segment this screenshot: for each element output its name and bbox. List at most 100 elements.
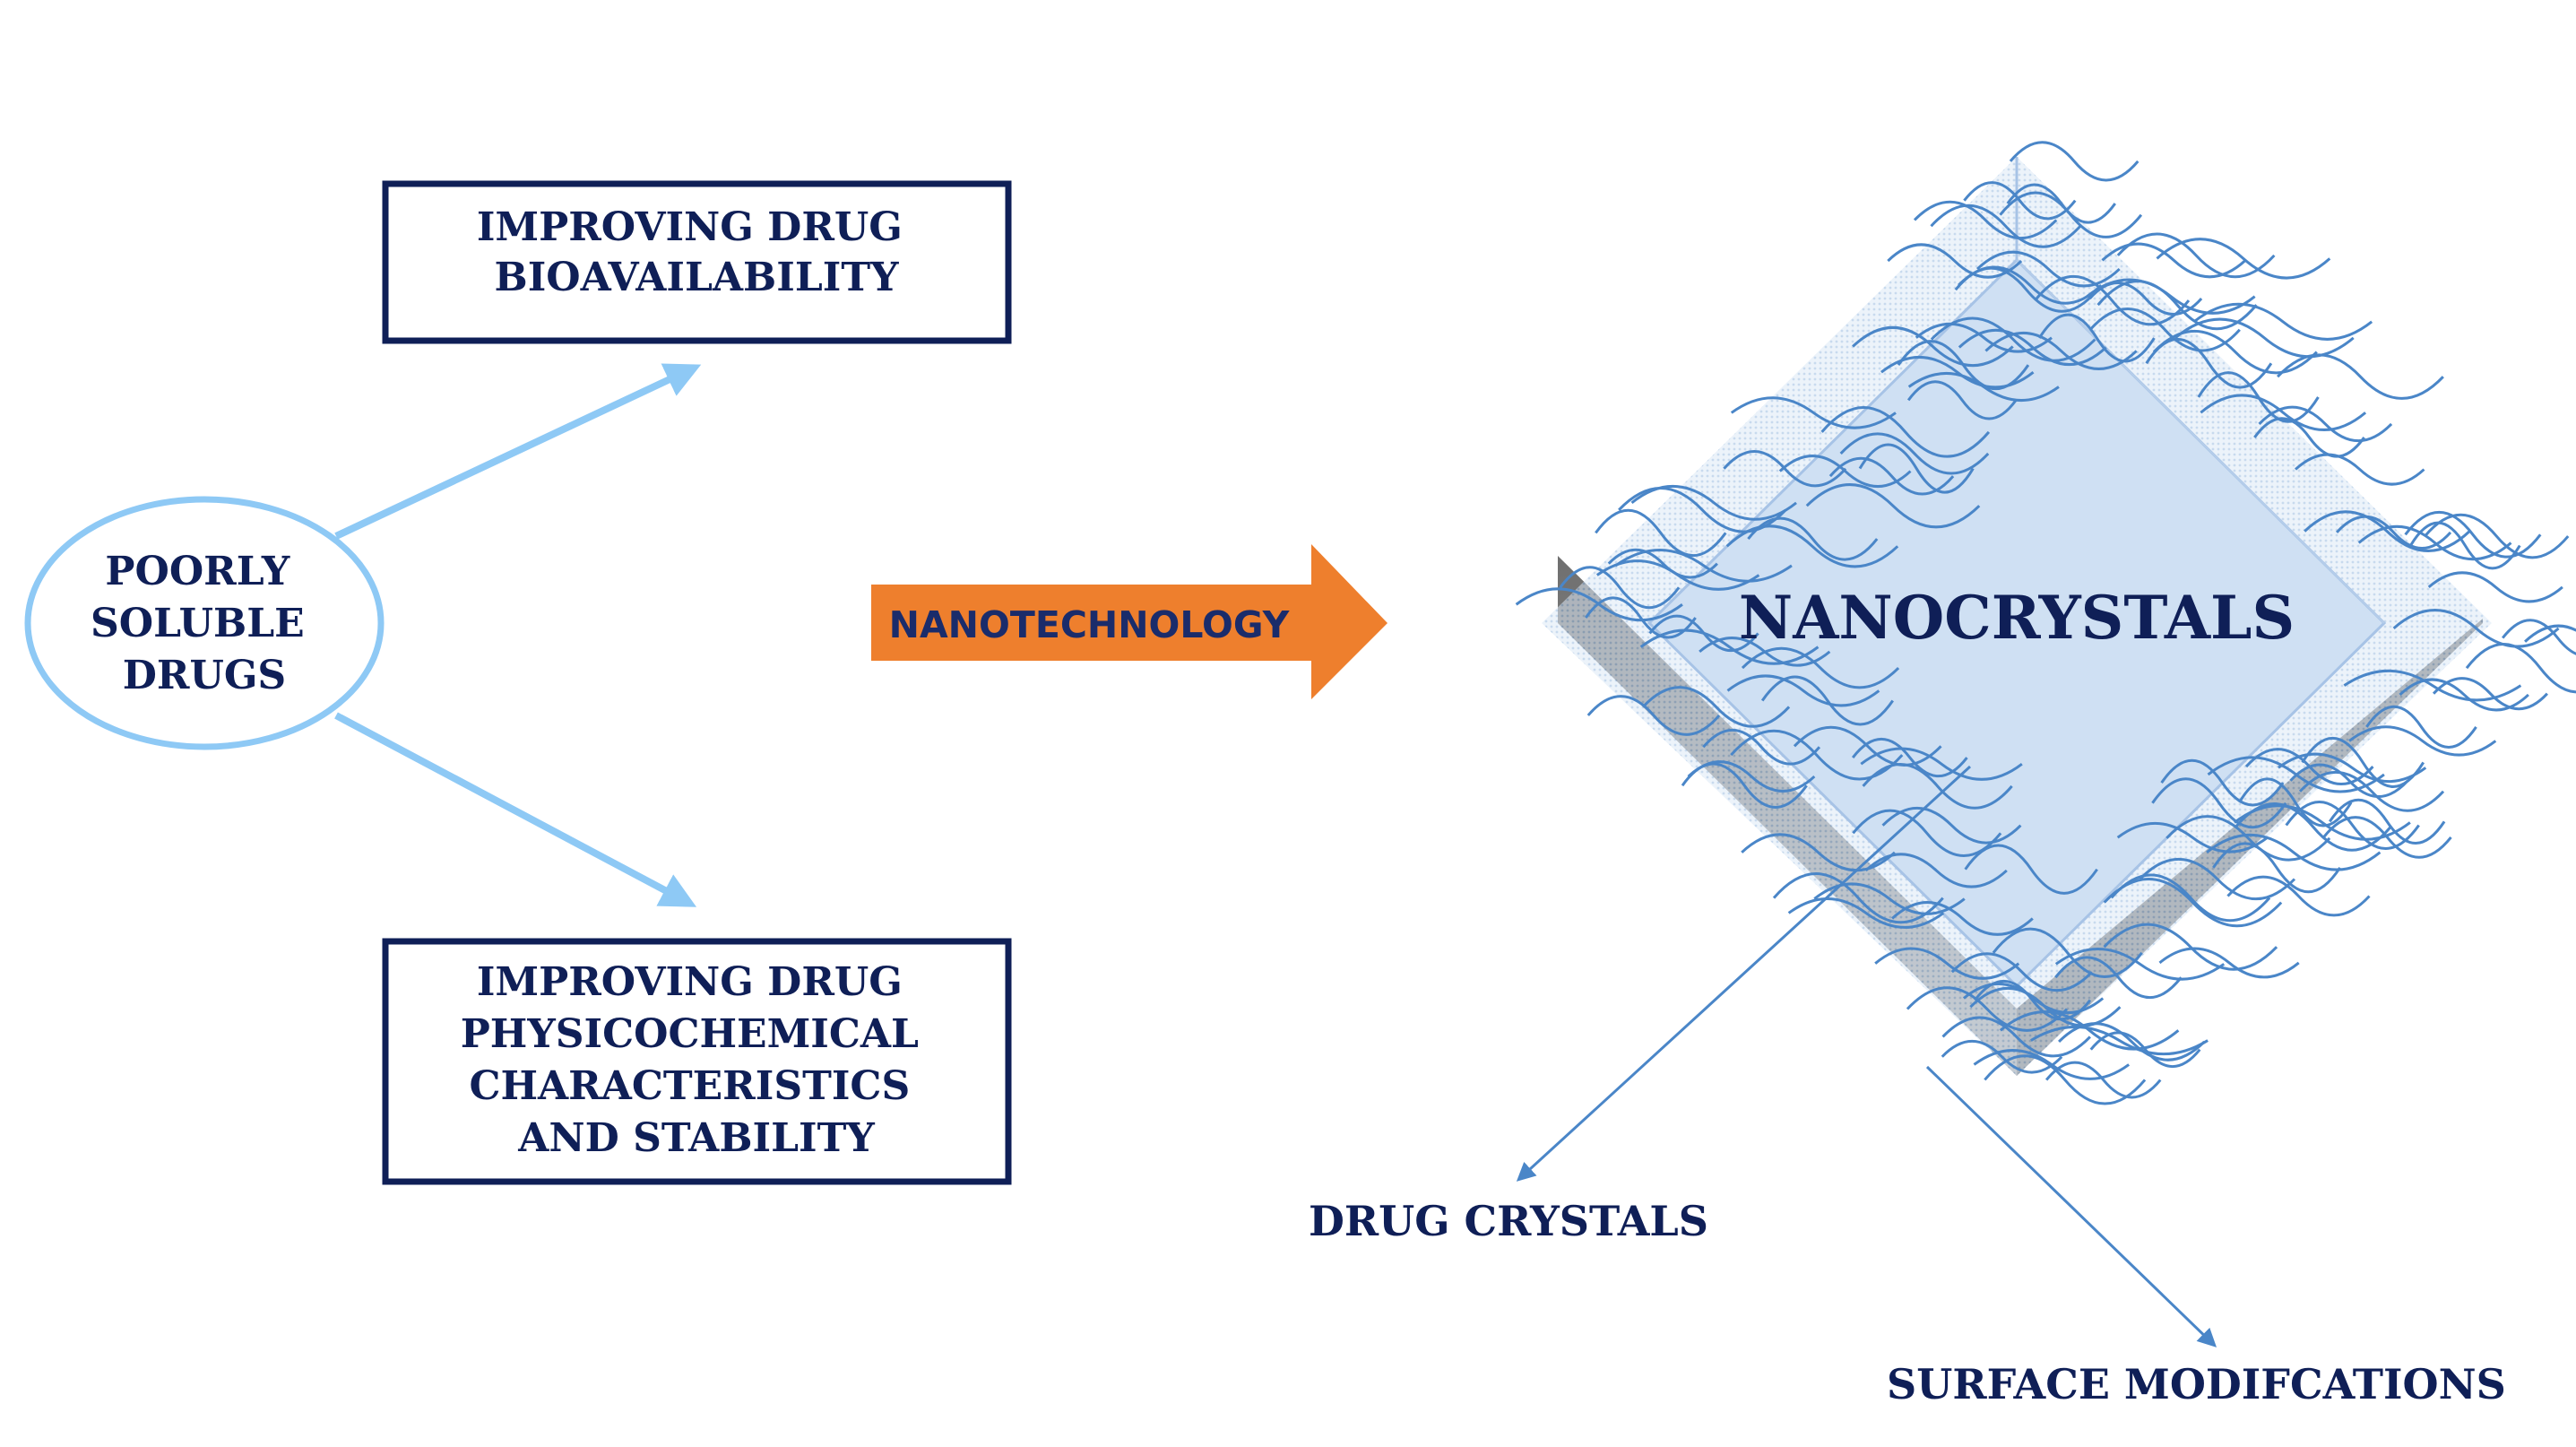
arrow-to-bioavailability (334, 363, 702, 540)
surface-chain (2038, 313, 2156, 363)
surface-chain (2253, 417, 2365, 458)
nanotechnology-arrow: NANOTECHNOLOGY (871, 544, 1387, 699)
surface-chain (1891, 901, 2034, 936)
surface-chain (1730, 729, 1904, 781)
surface-chain (1641, 686, 1791, 728)
surface-chain (1860, 747, 2023, 781)
surface-chain (2044, 1061, 2162, 1099)
surface-chain (1614, 549, 1793, 583)
stability-box: IMPROVING DRUG PHYSICOCHEMICAL CHARACTER… (382, 938, 1012, 1185)
surface-chain (2034, 275, 2191, 326)
surface-chain (2298, 771, 2445, 812)
surface-chain (2238, 777, 2353, 827)
nanotechnology-label: NANOTECHNOLOGY (889, 603, 1291, 646)
surface-chain (2139, 858, 2296, 900)
surface-chain (2278, 752, 2427, 784)
surface-chain (1778, 455, 1912, 489)
surface-chain (2335, 515, 2452, 550)
surface-chain (1862, 763, 2013, 810)
surface-chain (2348, 725, 2497, 757)
surface-chain (1999, 1010, 2180, 1051)
surface-chain (2322, 816, 2452, 859)
surface-chain (1730, 396, 1897, 429)
surface-chain (1913, 200, 2058, 239)
surface-modifications-label: SURFACE MODIFCATIONS (1887, 1360, 2506, 1408)
surface-chain (2103, 923, 2278, 971)
surface-chain (2103, 877, 2283, 928)
crystal-facet (2016, 259, 2385, 624)
bioavailability-label-line: BIOAVAILABILITY (495, 255, 900, 300)
stability-label-line: IMPROVING DRUG (477, 959, 903, 1005)
surface-chain (1793, 725, 1942, 767)
surface-chain (2089, 1031, 2201, 1069)
surface-chain (2399, 678, 2529, 712)
surface-chain (1805, 483, 1981, 529)
stability-label-line: PHYSICOCHEMICAL (461, 1011, 919, 1057)
nanotechnology-arrow-shape (871, 544, 1387, 699)
source-ellipse (24, 496, 385, 750)
source-node: POORLY SOLUBLE DRUGS (24, 496, 385, 750)
surface-chain (2301, 737, 2425, 788)
surface-chain (1973, 1049, 2131, 1080)
callout-surface-line (1925, 1065, 2217, 1347)
stability-box-border (382, 938, 1012, 1185)
stability-label-line: AND STABILITY (517, 1115, 875, 1161)
surface-chain (2258, 405, 2393, 443)
source-label-line: SOLUBLE (91, 601, 305, 646)
surface-chain (2329, 798, 2446, 845)
surface-chain (1915, 322, 2053, 353)
callout-drug-crystals-line (1516, 765, 1972, 1182)
surface-chain (2277, 353, 2444, 400)
surface-chain (1639, 628, 1820, 665)
surface-chain (1984, 1054, 2147, 1105)
surface-chain (1858, 443, 1975, 494)
surface-chain (2206, 834, 2382, 871)
surface-chain (1687, 760, 1816, 793)
surface-chain (1630, 485, 1797, 521)
surface-chain (1772, 872, 1944, 924)
surface-chain (2357, 524, 2512, 561)
surface-chain (2151, 777, 2287, 828)
surface-chain (2343, 669, 2522, 702)
surface-chain (2244, 748, 2374, 786)
surface-chain (1906, 380, 2018, 420)
surface-chain (2054, 948, 2226, 981)
surface-chain (1595, 508, 1727, 557)
surface-chain (1741, 833, 1896, 872)
surface-chain (1906, 986, 2069, 1032)
svg-text:POORLY SOLUBLE DRU: POORLY SOLUBLE DRUGS (91, 549, 318, 698)
bioavailability-label-line: IMPROVING DRUG (477, 204, 903, 250)
surface-chain (2465, 643, 2576, 694)
surface-chain (1723, 450, 1847, 488)
surface-chain (1930, 204, 2081, 248)
surface-chain (2101, 242, 2247, 279)
svg-text:IMPROVING DRUG BIOAVAILA: IMPROVING DRUG BIOAVAILABILITY (477, 204, 916, 300)
surface-chain (2427, 571, 2563, 603)
surface-chain (2285, 801, 2420, 850)
surface-chain (1950, 952, 2093, 992)
surface-chain (1702, 728, 1821, 766)
surface-chain (2116, 821, 2269, 853)
surface-chain (2234, 804, 2411, 841)
bioavailability-box-border (382, 180, 1012, 344)
surface-chain (2409, 521, 2521, 570)
surface-chain (1975, 250, 2121, 288)
surface-chain (1586, 695, 1721, 736)
surface-chain (1992, 927, 2143, 978)
surface-chain (2295, 453, 2425, 486)
surface-chain (2226, 875, 2371, 917)
surface-chain (1813, 882, 1966, 915)
surface-chain (1880, 356, 2035, 389)
surface-chain (2054, 956, 2183, 1000)
surface-chain (1559, 566, 1681, 610)
surface-chain (1999, 191, 2143, 238)
surface-chain (1881, 806, 2022, 845)
surface-chain (1958, 329, 2107, 366)
surface-chain (1963, 181, 2077, 221)
surface-chain (1726, 674, 1880, 707)
bioavailability-box: IMPROVING DRUG BIOAVAILABILITY (382, 180, 1012, 344)
surface-chain (1585, 596, 1697, 639)
surface-chain (2424, 513, 2570, 559)
surface-chain (1607, 548, 1718, 579)
surface-chain (2058, 1022, 2206, 1061)
